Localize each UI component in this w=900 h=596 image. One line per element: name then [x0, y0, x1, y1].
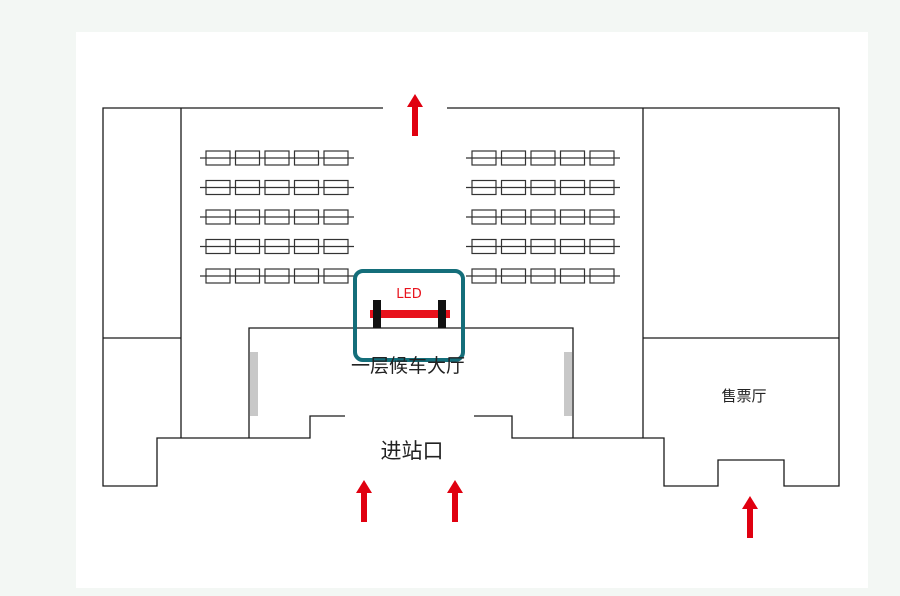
waiting-hall-label: 一层候车大厅 [351, 355, 465, 377]
left-wing-walls [102, 107, 574, 487]
seat [264, 150, 290, 166]
seat [589, 179, 615, 196]
seat [589, 150, 615, 166]
arrow-up-icon [356, 480, 372, 522]
led-screen-bar [370, 310, 450, 318]
seat [234, 238, 261, 255]
led-support-left [373, 300, 381, 328]
seat [323, 238, 349, 255]
seat [205, 179, 231, 196]
seat [530, 209, 556, 225]
right-wing-walls [447, 107, 840, 487]
seat [264, 179, 290, 196]
seat [293, 150, 320, 166]
seat [293, 179, 320, 196]
seat [559, 179, 586, 196]
arrow-up-icon [447, 480, 463, 522]
seat [559, 209, 586, 225]
door-panel-left [250, 352, 258, 416]
seat [471, 150, 497, 166]
seat [234, 268, 261, 284]
seat [500, 179, 527, 196]
seat [205, 238, 231, 255]
seat [323, 268, 349, 284]
seat [471, 179, 497, 196]
seat [559, 238, 586, 255]
seat [293, 268, 320, 284]
seat [264, 209, 290, 225]
seat [500, 268, 527, 284]
floor-plan-canvas: LED 一层候车大厅 进站口 售票厅 [76, 32, 868, 588]
seat [471, 209, 497, 225]
seat [205, 150, 231, 166]
led-support-right [438, 300, 446, 328]
arrow-up-icon [407, 94, 423, 136]
seat [234, 150, 261, 166]
seat [530, 268, 556, 284]
seat [471, 268, 497, 284]
seat [264, 268, 290, 284]
arrow-up-icon [742, 496, 758, 538]
entrance-label: 进站口 [381, 439, 444, 463]
seat [530, 238, 556, 255]
seat [589, 268, 615, 284]
seat [293, 209, 320, 225]
outer-wall-left [102, 107, 383, 487]
seat [234, 209, 261, 225]
seat [530, 179, 556, 196]
seat [589, 238, 615, 255]
seat [500, 150, 527, 166]
seat [500, 209, 527, 225]
left-hall-wall [248, 327, 574, 438]
seat [471, 238, 497, 255]
seating-block-left [200, 150, 354, 284]
seat [234, 179, 261, 196]
seat [530, 150, 556, 166]
seat [323, 179, 349, 196]
led-highlight-box [353, 269, 465, 362]
seat [323, 150, 349, 166]
seat [500, 238, 527, 255]
seat [293, 238, 320, 255]
seating-block-right [466, 150, 620, 284]
door-panel-right [564, 352, 572, 416]
seat [205, 268, 231, 284]
outer-wall-right [447, 107, 840, 487]
seat [559, 150, 586, 166]
led-label: LED [396, 287, 421, 302]
seat [559, 268, 586, 284]
ticket-hall-label: 售票厅 [721, 387, 766, 405]
seat [323, 209, 349, 225]
seat [205, 209, 231, 225]
seat [264, 238, 290, 255]
seat [589, 209, 615, 225]
